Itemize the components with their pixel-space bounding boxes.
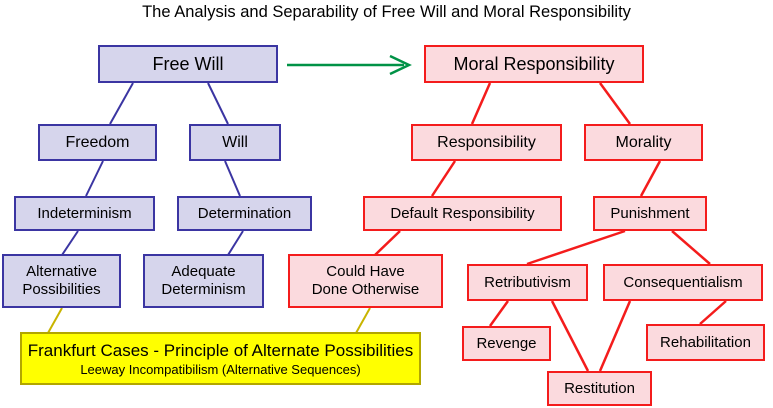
node-responsibility[interactable]: Responsibility	[411, 124, 562, 161]
node-default-responsibility[interactable]: Default Responsibility	[363, 196, 562, 231]
node-revenge[interactable]: Revenge	[462, 326, 551, 361]
node-restitution[interactable]: Restitution	[547, 371, 652, 406]
node-frankfurt-cases[interactable]: Frankfurt Cases - Principle of Alternate…	[20, 332, 421, 385]
node-freedom[interactable]: Freedom	[38, 124, 157, 161]
node-punishment[interactable]: Punishment	[593, 196, 707, 231]
page-title: The Analysis and Separability of Free Wi…	[142, 3, 631, 21]
node-will[interactable]: Will	[189, 124, 281, 161]
free-will-to-moral-responsibility-arrow	[287, 54, 412, 76]
node-could-have-done-otherwise[interactable]: Could Have Done Otherwise	[288, 254, 443, 308]
node-consequentialism[interactable]: Consequentialism	[603, 264, 763, 301]
node-rehabilitation[interactable]: Rehabilitation	[646, 324, 765, 361]
node-free-will[interactable]: Free Will	[98, 45, 278, 83]
node-alternative-possibilities[interactable]: Alternative Possibilities	[2, 254, 121, 308]
node-determination[interactable]: Determination	[177, 196, 312, 231]
node-adequate-determinism[interactable]: Adequate Determinism	[143, 254, 264, 308]
node-moral-responsibility[interactable]: Moral Responsibility	[424, 45, 644, 83]
node-retributivism[interactable]: Retributivism	[467, 264, 588, 301]
node-morality[interactable]: Morality	[584, 124, 703, 161]
node-indeterminism[interactable]: Indeterminism	[14, 196, 155, 231]
